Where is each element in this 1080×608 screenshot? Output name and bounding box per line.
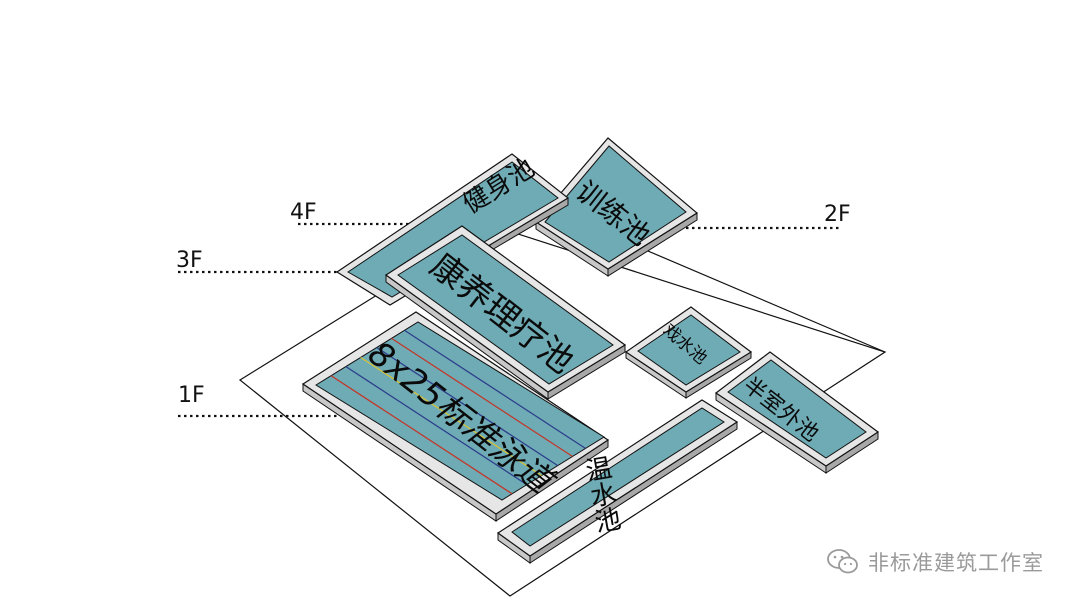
lane-line (390, 337, 582, 463)
lane-line (329, 374, 521, 500)
pool-water (397, 234, 614, 385)
semi-outdoor-pool: 半室外池 (714, 351, 880, 474)
wechat-icon (827, 549, 858, 574)
floor-label-3f: 3F (176, 248, 203, 273)
lane-line (403, 329, 595, 455)
watermark: 非标准建筑工作室 (826, 546, 1044, 578)
lane-line (359, 356, 551, 482)
recreation-therapy-pool: 康养理疗池 (384, 225, 627, 400)
pool-water (347, 161, 559, 298)
lanes-pool: 8x25标准泳道 (301, 311, 610, 522)
pool-water (544, 145, 687, 263)
floor-label-2f: 2F (824, 202, 851, 227)
play-water-pool: 戏水池 (624, 306, 753, 399)
floor-leaders (178, 222, 842, 418)
lane-lines (329, 329, 595, 500)
floor-label-4f: 4F (290, 200, 317, 225)
training-pool: 训练池 (535, 137, 699, 277)
watermark-text: 非标准建筑工作室 (868, 551, 1044, 575)
pool-water (315, 321, 605, 501)
pool-water (511, 407, 725, 547)
pool-water (727, 359, 867, 459)
lane-line (375, 346, 567, 472)
floor-label-1f: 1F (178, 383, 205, 408)
warm-water-pool: 温水池 (496, 399, 739, 564)
lane-line (344, 365, 536, 491)
pool-water (637, 314, 741, 386)
